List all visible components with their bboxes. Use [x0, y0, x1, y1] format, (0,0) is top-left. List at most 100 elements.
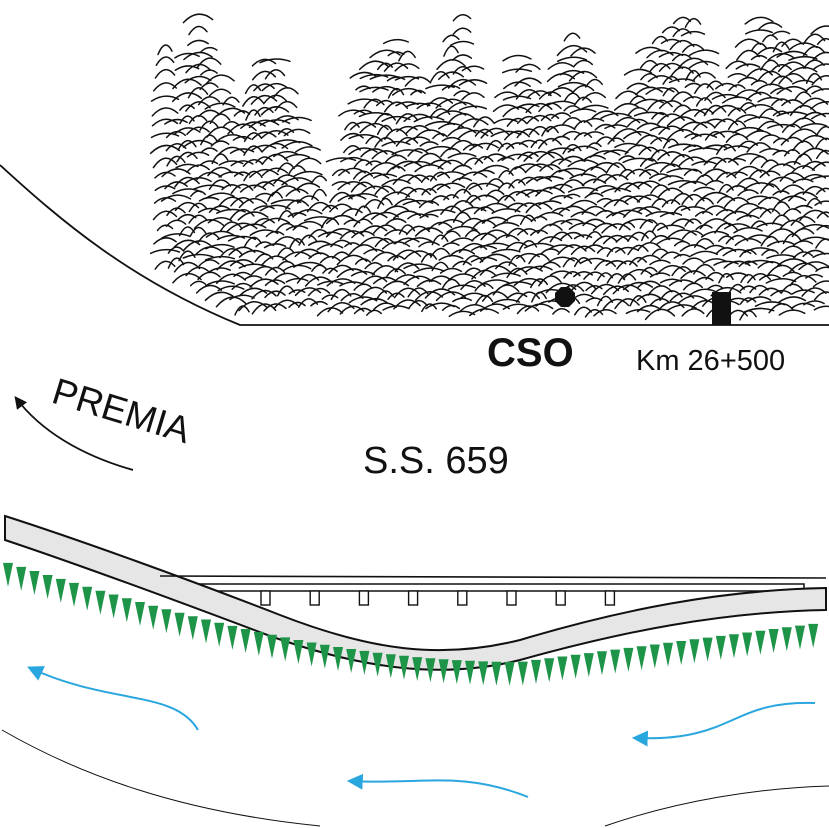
vegetation-tooth	[16, 566, 27, 591]
contour-stroke	[431, 261, 449, 272]
contour-stroke	[649, 298, 671, 306]
contour-stroke	[166, 155, 186, 167]
contour-stroke	[792, 240, 814, 247]
contour-stroke	[788, 128, 818, 139]
contour-stroke	[360, 212, 388, 221]
contour-stroke	[363, 199, 385, 209]
contour-stroke	[337, 181, 367, 191]
contour-stroke	[165, 219, 187, 227]
vegetation-tooth	[319, 644, 330, 669]
contour-stroke	[762, 34, 778, 43]
contour-stroke	[618, 155, 636, 161]
contour-stroke	[602, 234, 630, 245]
vegetation-tooth	[636, 646, 647, 671]
contour-stroke	[692, 121, 716, 131]
contour-stroke	[617, 273, 637, 284]
contour-stroke	[458, 79, 488, 86]
contour-stroke	[344, 242, 360, 248]
contour-stroke	[572, 59, 594, 68]
contour-stroke	[479, 265, 511, 276]
contour-stroke	[405, 125, 431, 135]
contour-stroke	[704, 91, 726, 102]
contour-stroke	[494, 118, 518, 124]
contour-stroke	[614, 182, 640, 193]
contour-stroke	[200, 147, 218, 154]
contour-stroke	[381, 140, 411, 147]
contour-stroke	[240, 121, 266, 129]
vegetation-tooth	[689, 639, 700, 664]
contour-stroke	[737, 76, 759, 84]
contour-stroke	[585, 285, 603, 292]
contour-stroke	[586, 231, 602, 240]
contour-stroke	[167, 246, 185, 254]
contour-stroke	[366, 309, 382, 316]
flow-arrows	[27, 666, 816, 798]
contour-stroke	[549, 195, 573, 201]
contour-stroke	[340, 156, 364, 163]
vegetation-tooth	[742, 632, 753, 657]
contour-stroke	[694, 197, 714, 208]
contour-stroke	[683, 96, 703, 103]
contour-stroke	[152, 210, 178, 221]
contour-stroke	[802, 185, 826, 195]
contour-stroke	[447, 152, 477, 159]
contour-stroke	[483, 153, 507, 161]
contour-stroke	[463, 182, 483, 194]
contour-stroke	[691, 160, 717, 166]
contour-stroke	[782, 271, 802, 277]
contour-stroke	[440, 147, 462, 158]
contour-stroke	[501, 214, 533, 224]
contour-stroke	[438, 71, 464, 81]
contour-stroke	[811, 112, 829, 120]
contour-stroke	[404, 76, 432, 87]
contour-stroke	[815, 187, 829, 195]
contour-stroke	[547, 256, 575, 264]
contour-stroke	[253, 83, 275, 92]
contour-stroke	[353, 218, 373, 228]
contour-stroke	[563, 193, 581, 199]
contour-stroke	[776, 258, 808, 267]
contour-stroke	[670, 154, 694, 165]
contour-stroke	[656, 237, 686, 245]
contour-stroke	[812, 63, 829, 71]
contour-stroke	[711, 130, 741, 137]
contour-stroke	[358, 185, 390, 197]
contour-stroke	[471, 219, 497, 231]
vegetation-tooth	[240, 629, 251, 653]
contour-stroke	[320, 217, 340, 229]
contour-stroke	[635, 134, 663, 145]
contour-stroke	[745, 68, 773, 80]
vegetation-tooth	[3, 562, 13, 587]
contour-stroke	[638, 169, 660, 177]
contour-stroke	[359, 236, 389, 247]
contour-stroke	[429, 183, 451, 192]
contour-stroke	[504, 130, 530, 141]
contour-stroke	[447, 78, 477, 89]
contour-stroke	[592, 222, 618, 232]
contour-stroke	[584, 309, 604, 318]
contour-stroke	[199, 82, 219, 91]
contour-stroke	[771, 214, 791, 225]
contour-stroke	[666, 167, 698, 174]
river-flow-arrow-icon	[27, 666, 199, 731]
contour-stroke	[650, 149, 670, 160]
contour-stroke	[155, 56, 175, 66]
contour-stroke	[204, 291, 236, 302]
contour-stroke	[283, 128, 311, 137]
contour-stroke	[470, 256, 498, 263]
contour-stroke	[567, 145, 599, 153]
contour-stroke	[424, 209, 456, 215]
contour-stroke	[581, 178, 607, 187]
contour-stroke	[196, 171, 222, 181]
contour-stroke	[556, 44, 588, 57]
contour-stroke	[780, 136, 804, 146]
contour-stroke	[405, 225, 431, 236]
slope-line	[0, 164, 829, 326]
contour-stroke	[573, 234, 593, 240]
contour-stroke	[771, 201, 791, 213]
contour-stroke	[738, 260, 758, 268]
contour-stroke	[277, 260, 295, 268]
contour-stroke	[748, 169, 770, 180]
contour-stroke	[600, 187, 632, 194]
contour-stroke	[319, 255, 341, 264]
